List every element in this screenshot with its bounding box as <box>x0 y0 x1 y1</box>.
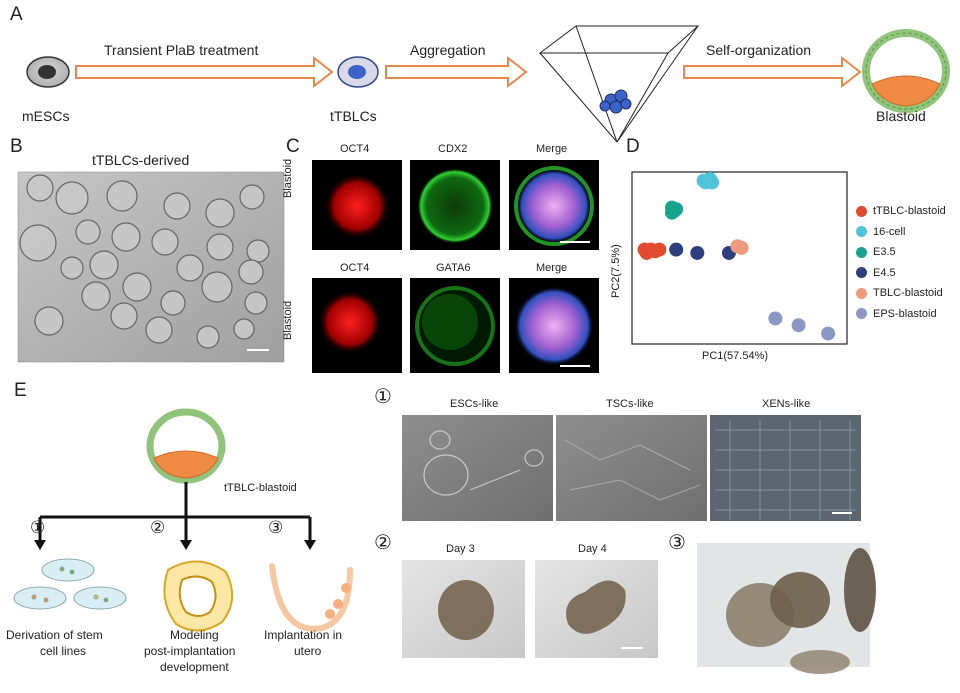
panel-b-title: tTBLCs-derived <box>92 152 190 168</box>
row2-number: ② <box>374 532 392 554</box>
legend-label: 16-cell <box>873 225 906 238</box>
point-eps-blastoid-2 <box>821 326 836 341</box>
point-ttblc-blastoid-3 <box>652 242 667 257</box>
petri-dish-icon <box>13 558 127 610</box>
branch-2-number: ② <box>150 518 166 537</box>
blastoid-icon <box>862 29 950 113</box>
row2-title-2: Day 4 <box>578 543 607 555</box>
brightfield-image-b <box>17 171 285 363</box>
point-eps-blastoid-1 <box>791 318 806 333</box>
c-row2-ch2: GATA6 <box>436 262 471 274</box>
point-tblc-blastoid-1 <box>734 240 749 255</box>
branch-1-line-2: cell lines <box>40 644 87 658</box>
mesc-nucleus-icon <box>38 65 56 79</box>
row1-title-3: XENs-like <box>762 398 811 410</box>
point-e3-5-3 <box>664 205 679 220</box>
c-row1-ch1: OCT4 <box>340 143 370 155</box>
row1-number: ① <box>374 386 392 408</box>
legend-item: EPS-blastoid <box>856 306 937 322</box>
c-row2-side-label: Blastoid <box>282 300 294 340</box>
middle-cell-label: tTBLCs <box>330 108 377 124</box>
branch-1-number: ① <box>30 518 46 537</box>
branch-3-line-2: utero <box>294 644 322 658</box>
legend-label: TBLC-blastoid <box>873 287 943 299</box>
row1-title-2: TSCs-like <box>606 398 654 410</box>
panel-e-schematic <box>13 408 353 632</box>
workflow-diagram <box>26 25 950 143</box>
c-row1-ch2: CDX2 <box>438 143 468 155</box>
legend-swatch <box>856 308 867 319</box>
pca-scatter-plot <box>631 171 848 345</box>
legend-item: 16-cell <box>856 224 905 240</box>
c-row2-ch1: OCT4 <box>340 262 370 274</box>
point-e4-5-1 <box>690 245 705 260</box>
post-implantation-embryo-icon <box>163 560 233 632</box>
panel-label-b: B <box>10 136 23 157</box>
post-implantation-images <box>402 543 876 674</box>
branch-1-line-1: Derivation of stem <box>6 628 103 642</box>
legend-item: E4.5 <box>856 265 896 281</box>
y-axis-label: PC2(7.5%) <box>610 244 622 298</box>
c-row1-ch3: Merge <box>536 143 568 155</box>
branch-3-line-1: Implantation in <box>264 628 343 642</box>
legend-label: tTBLC-blastoid <box>873 205 946 217</box>
c-row1-side-label: Blastoid <box>282 158 294 198</box>
legend-swatch <box>856 246 867 258</box>
branch-2-line-3: development <box>160 660 229 674</box>
end-cell-label: Blastoid <box>876 108 926 124</box>
arrow-2-icon <box>385 55 528 89</box>
row2b-number: ③ <box>668 532 686 554</box>
x-axis-label: PC1(57.54%) <box>702 350 769 362</box>
panel-label-d: D <box>626 136 640 157</box>
step-1-label: Transient PlaB treatment <box>104 42 259 58</box>
arrow-1-icon <box>75 55 334 89</box>
start-cell-label: mESCs <box>22 108 70 124</box>
legend-swatch <box>856 226 867 237</box>
legend-label: EPS-blastoid <box>873 307 937 320</box>
legend-item: E3.5 <box>856 244 896 260</box>
legend-item: TBLC-blastoid <box>856 285 943 301</box>
plot-frame <box>631 171 848 345</box>
panel-label-a: A <box>10 4 23 25</box>
branch-3-number: ③ <box>268 518 284 537</box>
scale-bar-b <box>247 349 269 351</box>
aggregation-well-icon <box>538 25 700 143</box>
c-row2-ch3: Merge <box>536 262 568 274</box>
legend-swatch <box>856 287 867 299</box>
e-blastoid-label: tTBLC-blastoid <box>224 482 297 494</box>
stem-cell-images <box>402 415 861 521</box>
point-e4-5-0 <box>669 242 684 257</box>
panel-label-e: E <box>14 380 27 401</box>
legend-label: E3.5 <box>873 246 896 258</box>
uterus-icon <box>269 563 353 632</box>
point-eps-blastoid-0 <box>768 311 783 326</box>
legend-label: E4.5 <box>873 266 896 279</box>
legend-swatch <box>856 267 867 278</box>
panel-label-c: C <box>286 136 300 157</box>
legend-swatch <box>856 205 867 217</box>
fluorescence-grid <box>312 160 599 373</box>
step-2-label: Aggregation <box>410 42 486 58</box>
point-16-cell-3 <box>705 175 720 190</box>
branch-2-line-1: Modeling <box>170 628 219 642</box>
branch-2-line-2: post-implantation <box>144 644 236 658</box>
legend-item: tTBLC-blastoid <box>856 203 946 219</box>
arrow-3-icon <box>683 55 862 89</box>
row2-title-1: Day 3 <box>446 543 475 555</box>
point-ttblc-blastoid-4 <box>639 245 654 260</box>
step-3-label: Self-organization <box>706 42 812 58</box>
row1-title-1: ESCs-like <box>450 398 499 410</box>
ttblc-nucleus-icon <box>348 65 366 79</box>
